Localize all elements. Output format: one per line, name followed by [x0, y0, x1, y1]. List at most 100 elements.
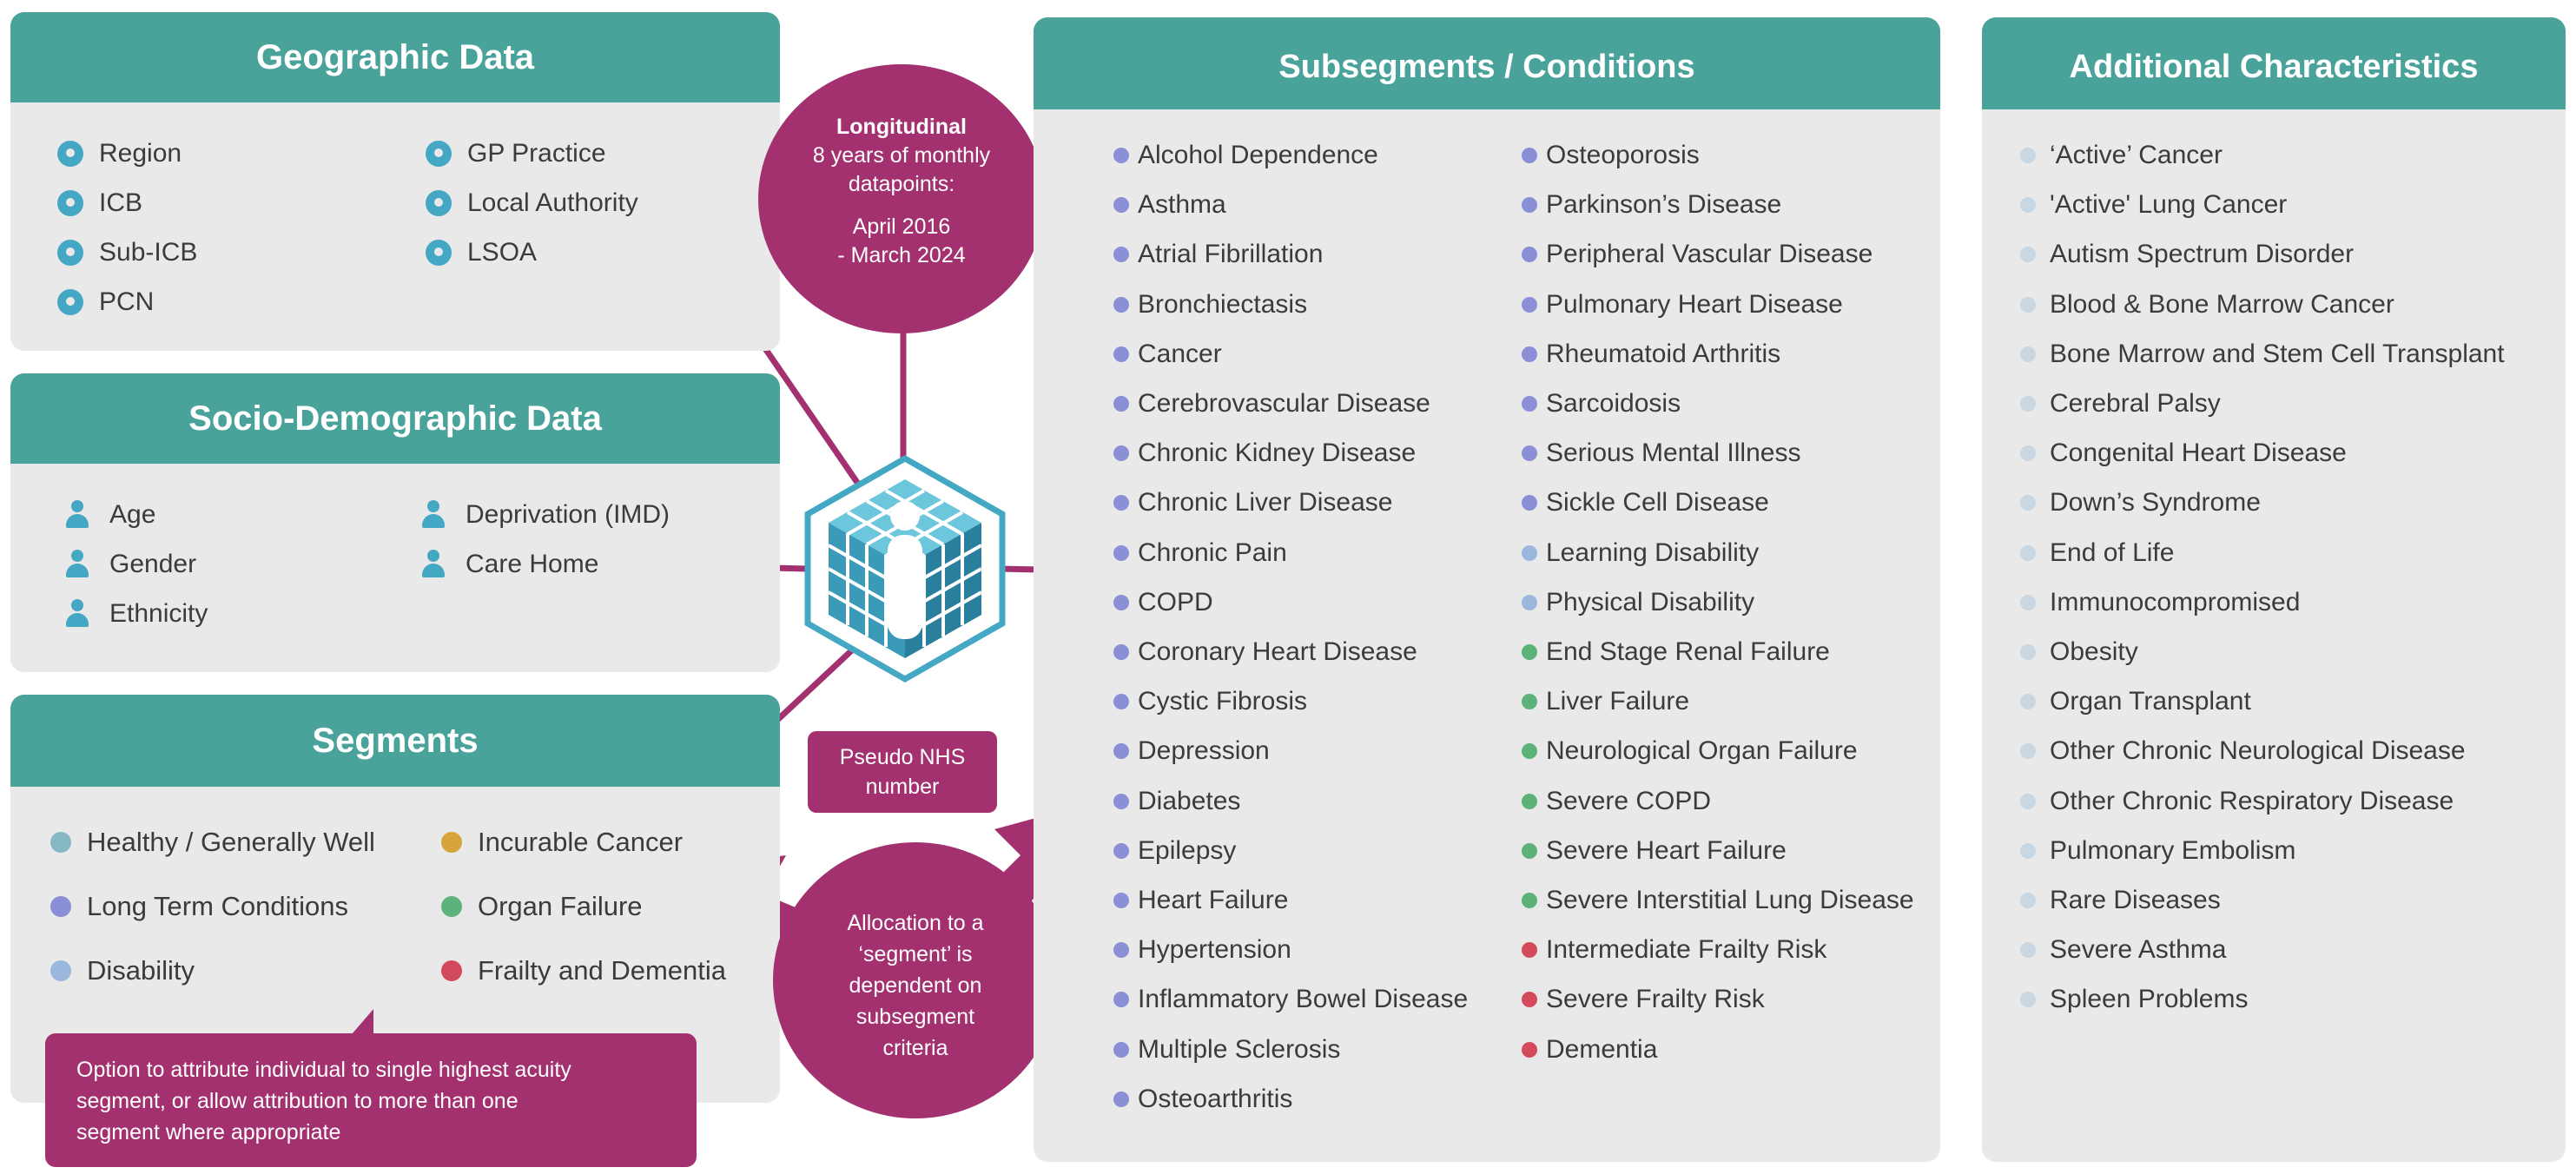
condition-label: Dementia [1546, 1034, 1658, 1064]
additional-item-rare-diseases: Rare Diseases [2020, 886, 2221, 915]
allocation-text: subsegment [855, 1005, 975, 1029]
condition-label: Severe Interstitial Lung Disease [1546, 886, 1914, 914]
bullet-dot-icon [1113, 148, 1129, 163]
segment-dot-icon [441, 960, 462, 981]
condition-label: Pulmonary Heart Disease [1546, 289, 1843, 319]
longitudinal-title: Longitudinal [836, 115, 967, 139]
bullet-dot-icon [1522, 544, 1537, 561]
condition-item-parkinson-s-disease: Parkinson’s Disease [1522, 190, 1781, 220]
location-pin-icon [426, 141, 452, 167]
condition-item-physical-disability: Physical Disability [1522, 588, 1754, 617]
bullet-dot-icon [1522, 594, 1537, 610]
allocation-text: Allocation to a [847, 911, 984, 935]
condition-item-sarcoidosis: Sarcoidosis [1522, 389, 1681, 419]
condition-label: Osteoarthritis [1138, 1084, 1293, 1113]
bullet-dot-icon [1522, 893, 1537, 908]
segment-label: Long Term Conditions [87, 891, 348, 921]
condition-label: End Stage Renal Failure [1546, 637, 1830, 666]
condition-item-epilepsy: Epilepsy [1113, 836, 1236, 866]
condition-item-bronchiectasis: Bronchiectasis [1113, 290, 1307, 320]
condition-label: Multiple Sclerosis [1138, 1034, 1341, 1064]
condition-item-severe-interstitial-lung-disease: Severe Interstitial Lung Disease [1522, 886, 1914, 915]
bullet-dot-icon [2020, 992, 2036, 1008]
bullet-dot-icon [2020, 495, 2036, 511]
condition-label: Diabetes [1138, 786, 1241, 815]
geo-item-sub-icb: Sub-ICB [57, 238, 197, 267]
condition-label: Inflammatory Bowel Disease [1138, 985, 1469, 1014]
allocation-text: dependent on [849, 973, 982, 998]
additional-panel: Additional Characteristics ‘Active’ Canc… [1982, 17, 2566, 1162]
condition-item-heart-failure: Heart Failure [1113, 886, 1288, 915]
bullet-dot-icon [2020, 842, 2036, 859]
condition-item-severe-frailty-risk: Severe Frailty Risk [1522, 985, 1765, 1014]
segment-organ-failure: Organ Failure [441, 891, 643, 922]
condition-item-end-stage-renal-failure: End Stage Renal Failure [1522, 637, 1830, 667]
attribution-callout: Option to attribute individual to single… [45, 1033, 697, 1167]
condition-label: Atrial Fibrillation [1138, 240, 1324, 269]
condition-label: Alcohol Dependence [1138, 141, 1378, 169]
bullet-dot-icon [2020, 743, 2036, 760]
condition-item-neurological-organ-failure: Neurological Organ Failure [1522, 736, 1858, 766]
socio-item-deprivation: Deprivation (IMD) [420, 500, 670, 530]
condition-item-diabetes: Diabetes [1113, 787, 1240, 816]
socio-label: Ethnicity [109, 599, 208, 628]
bullet-dot-icon [1113, 396, 1129, 412]
segment-label: Disability [87, 955, 195, 986]
segment-long-term-conditions: Long Term Conditions [50, 891, 348, 922]
condition-item-severe-copd: Severe COPD [1522, 787, 1711, 816]
condition-label: Epilepsy [1138, 835, 1237, 865]
geo-label: ICB [99, 188, 143, 217]
segment-label: Frailty and Dementia [478, 955, 727, 986]
additional-item-cerebral-palsy: Cerebral Palsy [2020, 389, 2221, 419]
additional-item-immunocompromised: Immunocompromised [2020, 588, 2300, 617]
condition-item-chronic-liver-disease: Chronic Liver Disease [1113, 488, 1392, 518]
condition-item-cystic-fibrosis: Cystic Fibrosis [1113, 687, 1307, 716]
bullet-dot-icon [1113, 346, 1129, 362]
additional-title: Additional Characteristics [1982, 17, 2566, 109]
bullet-dot-icon [1113, 544, 1129, 561]
condition-label: Chronic Kidney Disease [1138, 439, 1417, 468]
socio-item-care-home: Care Home [420, 550, 598, 579]
condition-item-asthma: Asthma [1113, 190, 1226, 220]
callout-line: Option to attribute individual to single… [76, 1058, 571, 1082]
condition-item-cerebrovascular-disease: Cerebrovascular Disease [1113, 389, 1430, 419]
bullet-dot-icon [1522, 992, 1537, 1008]
additional-label: ‘Active’ Cancer [2050, 141, 2223, 169]
additional-item-pulmonary-embolism: Pulmonary Embolism [2020, 836, 2295, 866]
condition-label: Learning Disability [1546, 538, 1760, 567]
additional-label: Congenital Heart Disease [2050, 439, 2347, 468]
location-pin-icon [426, 240, 452, 266]
condition-label: Rheumatoid Arthritis [1546, 339, 1781, 368]
condition-label: Cystic Fibrosis [1138, 687, 1308, 716]
condition-item-chronic-kidney-disease: Chronic Kidney Disease [1113, 439, 1416, 468]
bullet-dot-icon [1522, 1041, 1537, 1058]
bullet-dot-icon [1113, 247, 1129, 263]
condition-item-osteoarthritis: Osteoarthritis [1113, 1085, 1292, 1114]
additional-label: Other Chronic Respiratory Disease [2050, 786, 2454, 815]
geo-item-local-authority: Local Authority [426, 188, 638, 218]
geo-item-lsoa: LSOA [426, 238, 537, 267]
bullet-dot-icon [1113, 893, 1129, 908]
additional-label: Organ Transplant [2050, 687, 2251, 716]
bullet-dot-icon [1113, 694, 1129, 710]
bullet-dot-icon [1113, 594, 1129, 610]
bullet-dot-icon [2020, 148, 2036, 163]
additional-label: Immunocompromised [2050, 587, 2301, 617]
additional-item-organ-transplant: Organ Transplant [2020, 687, 2251, 716]
additional-item-other-chronic-neurological-disease: Other Chronic Neurological Disease [2020, 736, 2466, 766]
condition-item-severe-heart-failure: Severe Heart Failure [1522, 836, 1787, 866]
location-pin-icon [57, 240, 83, 266]
condition-label: Intermediate Frailty Risk [1546, 935, 1827, 965]
geo-item-gp-practice: GP Practice [426, 139, 606, 168]
geo-item-icb: ICB [57, 188, 142, 218]
socio-item-ethnicity: Ethnicity [64, 599, 208, 629]
segment-dot-icon [441, 832, 462, 853]
segment-dot-icon [50, 896, 71, 917]
condition-label: Sickle Cell Disease [1546, 488, 1769, 518]
socio-label: Age [109, 500, 156, 529]
location-pin-icon [57, 141, 83, 167]
geo-label: LSOA [467, 238, 538, 267]
condition-label: Serious Mental Illness [1546, 439, 1801, 468]
allocation-text: criteria [882, 1036, 948, 1060]
bullet-dot-icon [2020, 544, 2036, 561]
